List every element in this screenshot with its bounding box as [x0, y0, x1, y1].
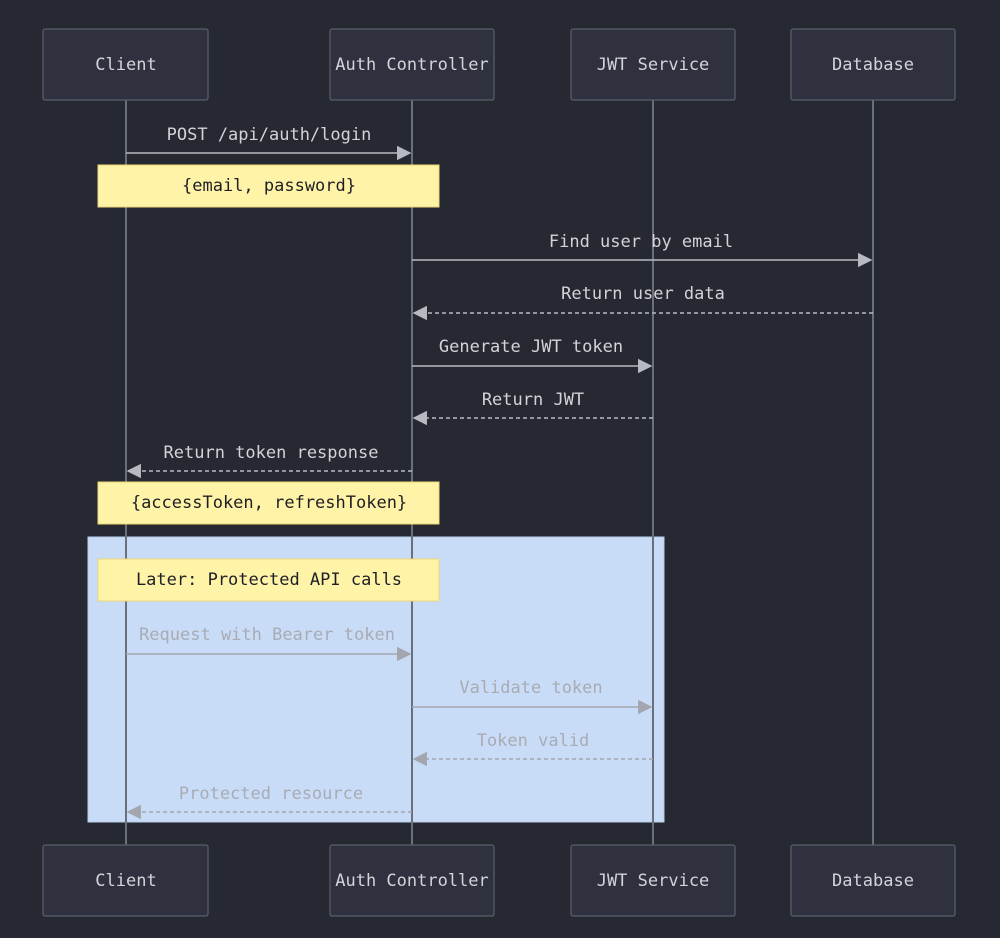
note-label: {email, password}: [182, 176, 356, 196]
participant-label: Database: [832, 55, 914, 75]
message-label: Find user by email: [549, 232, 733, 252]
note-access-refresh-token: {accessToken, refreshToken}: [97, 481, 440, 525]
message-label: Return user data: [561, 284, 725, 304]
participant-jwt-service-top: JWT Service: [570, 28, 736, 101]
participant-jwt-service-bottom: JWT Service: [570, 844, 736, 917]
message-label: Return token response: [164, 443, 379, 463]
message-label: Validate token: [459, 678, 602, 698]
message-label: Request with Bearer token: [139, 625, 395, 645]
participant-label: Auth Controller: [335, 55, 489, 75]
participant-label: JWT Service: [597, 55, 710, 75]
message-label: Generate JWT token: [439, 337, 623, 357]
participant-label: Database: [832, 871, 914, 891]
participant-label: Client: [95, 871, 156, 891]
note-email-password: {email, password}: [97, 164, 440, 208]
note-label: {accessToken, refreshToken}: [131, 493, 407, 513]
participant-database-top: Database: [790, 28, 956, 101]
participant-database-bottom: Database: [790, 844, 956, 917]
message-label: Protected resource: [179, 784, 363, 804]
participant-client-bottom: Client: [42, 844, 209, 917]
message-label: Token valid: [477, 731, 590, 751]
participant-label: JWT Service: [597, 871, 710, 891]
note-label: Later: Protected API calls: [136, 570, 402, 590]
participant-label: Client: [95, 55, 156, 75]
participant-client-top: Client: [42, 28, 209, 101]
message-label: POST /api/auth/login: [167, 125, 372, 145]
message-label: Return JWT: [482, 390, 584, 410]
note-protected-api-calls: Later: Protected API calls: [97, 558, 440, 602]
participant-auth-controller-bottom: Auth Controller: [329, 844, 495, 917]
participant-auth-controller-top: Auth Controller: [329, 28, 495, 101]
participant-label: Auth Controller: [335, 871, 489, 891]
